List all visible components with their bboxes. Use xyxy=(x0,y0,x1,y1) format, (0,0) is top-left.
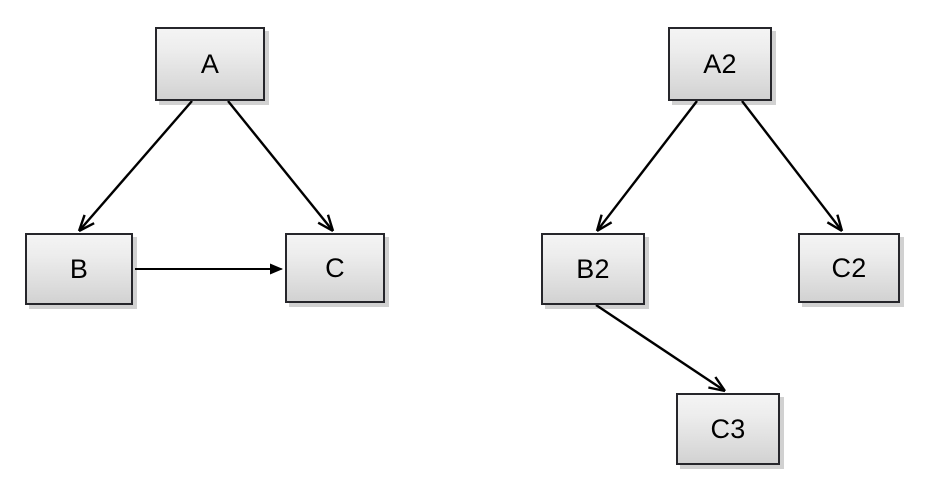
edge-line-A2-B2 xyxy=(596,100,698,231)
edge-line-A-B xyxy=(79,100,193,231)
node-a[interactable]: A xyxy=(155,27,265,101)
arrowhead-A-C-barb-0 xyxy=(317,221,334,233)
arrowhead-A2-C2-barb-0 xyxy=(826,221,843,233)
node-label: A xyxy=(200,48,220,79)
edge-line-B2-C3 xyxy=(595,304,725,392)
arrowhead-A2-B2-barb-1 xyxy=(596,221,613,233)
node-label: B2 xyxy=(576,253,610,284)
arrowhead-A2-C2-barb-1 xyxy=(836,214,844,232)
node-c2[interactable]: C2 xyxy=(798,233,900,303)
arrowhead-A-B-barb-1 xyxy=(78,222,95,233)
node-label: C2 xyxy=(831,252,867,283)
node-b[interactable]: B xyxy=(25,233,133,305)
node-label: B xyxy=(69,253,89,284)
node-c3[interactable]: C3 xyxy=(676,393,780,465)
arrowhead-A-B-barb-0 xyxy=(77,214,86,232)
node-label: C3 xyxy=(710,413,746,444)
edge-line-A-C xyxy=(227,100,333,231)
node-label: C xyxy=(325,252,345,283)
arrowhead-A-C-barb-1 xyxy=(326,214,335,232)
node-b2[interactable]: B2 xyxy=(541,233,645,305)
arrowhead-B2-C3-barb-1 xyxy=(714,376,726,392)
node-a2[interactable]: A2 xyxy=(668,27,772,101)
arrowhead-B-C xyxy=(270,263,283,275)
node-label: A2 xyxy=(703,48,737,79)
edge-line-A2-C2 xyxy=(741,100,843,231)
arrowhead-B2-C3-barb-0 xyxy=(708,386,726,393)
arrowhead-A2-B2-barb-0 xyxy=(595,214,603,232)
node-c[interactable]: C xyxy=(285,233,385,303)
